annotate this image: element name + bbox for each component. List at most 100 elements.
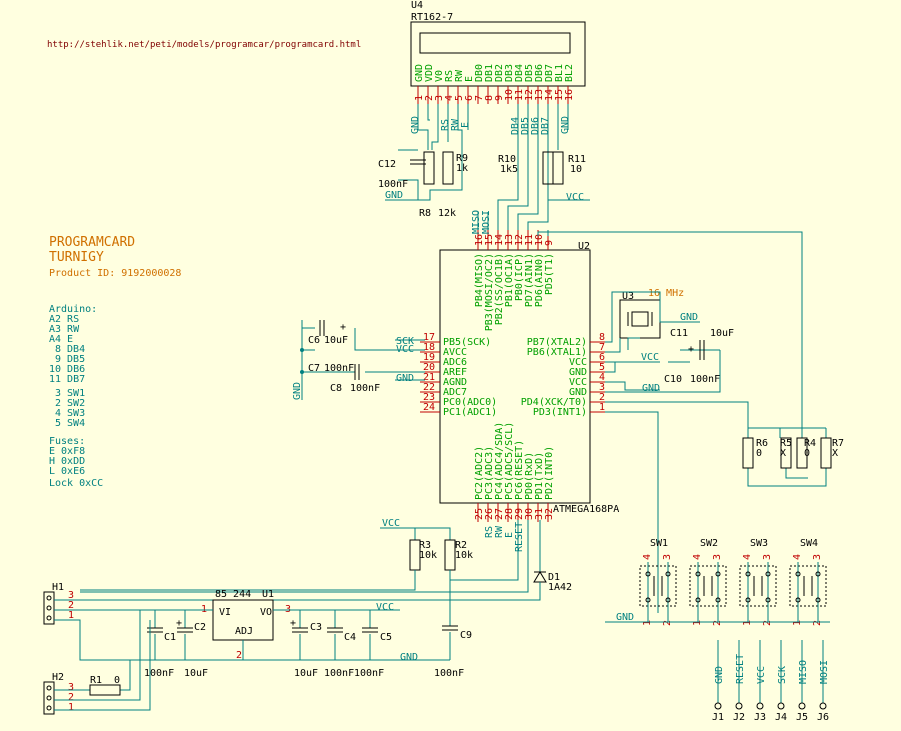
jumper-net: MISO	[798, 660, 809, 684]
lcd-pin-name: BL2	[564, 64, 575, 82]
sck-label: SCK	[396, 336, 414, 347]
r8-value: 12k	[438, 208, 456, 219]
crystal-gnd: GND	[680, 312, 698, 323]
jumper-pad[interactable]: RESET J2	[733, 640, 746, 723]
lcd-pin-number: 1	[414, 95, 425, 101]
mosi-label: MOSI	[481, 210, 492, 234]
lcd-pin-name: DB3	[504, 64, 515, 82]
c3-ref: C3	[310, 622, 322, 633]
h2-pin: 2	[68, 692, 74, 703]
lcd-pin-name: V0	[434, 70, 445, 82]
r11-ref: R11	[568, 154, 586, 165]
lcd-pin-name: DB4	[514, 64, 525, 82]
lcd-pin-number: 12	[524, 89, 535, 101]
r8-ref: R8	[419, 208, 431, 219]
mcu-pin-number: 3	[599, 382, 605, 393]
c1-ref: C1	[164, 632, 176, 643]
crystal-u3: U3 16 MHz GND VCC	[619, 288, 698, 363]
c12-ref: C12	[378, 159, 396, 170]
lcd-pin-name: E	[464, 76, 475, 82]
mcu-pin-number: 26	[484, 508, 495, 520]
switch-pin: 4	[742, 554, 753, 560]
c12-capacitor: C12 100nF	[378, 159, 426, 190]
mcu-pin-number: 20	[423, 362, 435, 373]
lcd-pin-number: 2	[424, 95, 435, 101]
arduino-line: 10 DB6	[49, 364, 85, 375]
switch-body	[739, 565, 777, 607]
mcu-ref: U2	[578, 241, 590, 252]
switch-pin: 2	[712, 620, 723, 626]
mcu-pin-number: 30	[524, 508, 535, 520]
lcd-net-label: DB7	[540, 117, 551, 135]
mcu-pin-name: PD7(AIN1)	[524, 253, 535, 307]
jumper-ref: J6	[817, 712, 829, 723]
board-subtitle: TURNIGY	[49, 250, 104, 265]
pullup-vcc-label: VCC	[382, 518, 400, 529]
switch-pin: 3	[762, 554, 773, 560]
mcu-pin-number: 28	[504, 508, 515, 520]
mcu-pin-number: 9	[544, 240, 555, 246]
lcd-pin-number: 4	[444, 95, 455, 101]
r3-value: 10k	[419, 550, 437, 561]
jumper-ref: J4	[775, 712, 787, 723]
r4-value: 0	[804, 448, 810, 459]
lcd-net-label: DB6	[530, 117, 541, 135]
c3-value: 10uF	[294, 668, 318, 679]
lcd-pin-name: VDD	[424, 64, 435, 82]
mcu-pin-number: 27	[494, 508, 505, 520]
mcu-pin-name: PD3(INT1)	[533, 407, 587, 418]
r1-value: 0	[114, 675, 120, 686]
mcu-pin-name: PB2(SS/OC1B)	[494, 253, 505, 325]
lcd-pin-number: 13	[534, 89, 545, 101]
lcd-pin-name: RW	[454, 69, 465, 82]
lcd-pin-number: 7	[474, 95, 485, 101]
r9-ref: R9	[456, 153, 468, 164]
mcu-pin-number: 2	[599, 392, 605, 403]
mcu-pin-number: 32	[544, 508, 555, 520]
crystal-freq: 16 MHz	[648, 288, 684, 299]
mcu-pin-name: GND	[569, 387, 587, 398]
arduino-line: 9 DB5	[55, 354, 85, 365]
reg-adj: ADJ	[235, 626, 253, 637]
reg-vcc-label: VCC	[376, 602, 394, 613]
r7-ref: R7	[832, 438, 844, 449]
mcu-part: ATMEGA168PA	[553, 504, 619, 515]
switch-ref: SW2	[700, 538, 718, 549]
c2-plus: +	[176, 618, 182, 629]
r9-resistor: R9 1k R8 12k	[419, 151, 468, 219]
switch-pin: 2	[662, 620, 673, 626]
lcd-pin-name: DB1	[484, 64, 495, 82]
jumper-ref: J2	[733, 712, 745, 723]
reset-pullups: R3 10k R2 10k VCC	[80, 518, 529, 593]
c6-plus: +	[340, 322, 346, 333]
e-bottom-label: E	[504, 532, 515, 538]
reset-bottom-label: RESET	[514, 522, 525, 552]
h2-pin: 3	[68, 682, 74, 693]
lcd-pin-number: 11	[514, 89, 525, 101]
mcu-pin-name: PD6(AIN0)	[534, 253, 545, 307]
mcu-pin-name: AREF	[443, 367, 467, 378]
mcu-pin-name: AGND	[443, 377, 467, 388]
jumper-net: RESET	[735, 654, 746, 684]
switch-pin: 3	[662, 554, 673, 560]
lcd-net-label: RS	[440, 119, 451, 131]
arduino-line: 3 SW1	[55, 388, 85, 399]
mcu-body	[439, 249, 591, 504]
d1-part: 1A42	[548, 582, 572, 593]
lcd-u4: U4 RT162-7 GND1VDD2V03RS4RW5E6DB07DB18DB…	[410, 0, 586, 135]
mcu-pin-number: 17	[423, 332, 435, 343]
mcu-pin-number: 13	[504, 234, 515, 246]
switch-pin: 1	[742, 620, 753, 626]
